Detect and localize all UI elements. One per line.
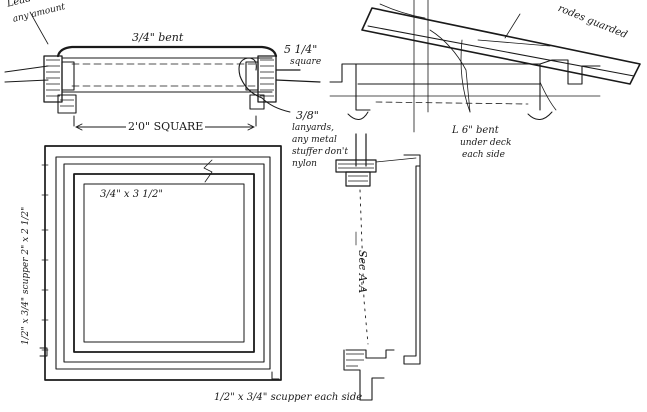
scupper-bottom-label: 1/2" x 3/4" scupper each side — [214, 392, 363, 403]
angle-label-1: L 6" bent — [452, 125, 499, 136]
side-dim-note: square — [290, 57, 322, 67]
lanyard-size-label: 3/8" — [296, 109, 319, 122]
section-a-a-view — [335, 133, 421, 401]
hatch-open-side-view — [329, 0, 641, 133]
scupper-left-label: 1/2" x 3/4" scupper 2" x 2 1/2" — [21, 206, 31, 345]
square-dim-label: 2'0" SQUARE — [126, 120, 206, 133]
section-label: Sec A-A — [356, 250, 369, 294]
angle-label-3: each side — [462, 150, 505, 160]
lanyard-note-2: any metal — [292, 135, 337, 145]
angle-label-2: under deck — [460, 138, 512, 148]
lanyard-note-3: stuffer don't — [292, 147, 348, 157]
hatch-plan-view — [39, 145, 282, 381]
inner-dim-label: 3/4" x 3 1/2" — [100, 189, 163, 200]
side-dim-label: 5 1/4" — [284, 43, 318, 56]
lanyard-note-4: nylon — [292, 159, 317, 169]
top-frame-label: 3/4" bent — [132, 31, 184, 44]
hatch-section-view — [4, 11, 321, 131]
lanyard-note-1: lanyards, — [292, 123, 335, 133]
